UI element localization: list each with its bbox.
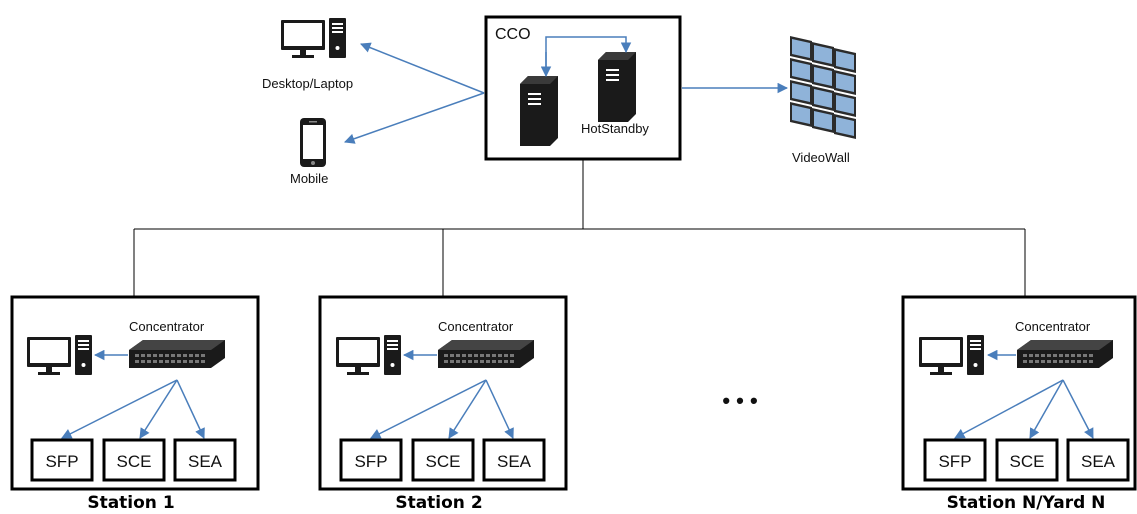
sea-label: SEA xyxy=(1081,452,1116,471)
hotstandby-label: HotStandby xyxy=(581,121,649,136)
standby-server-icon xyxy=(598,52,636,122)
arrow-to-desktop xyxy=(360,42,485,94)
concentrator-label: Concentrator xyxy=(129,319,205,334)
mobile-icon xyxy=(300,118,326,167)
desktop-client: Desktop/Laptop xyxy=(262,18,353,91)
cco-box xyxy=(484,15,682,161)
sce-box xyxy=(411,438,475,482)
sfp-label: SFP xyxy=(354,452,387,471)
sce-box xyxy=(102,438,166,482)
sea-label: SEA xyxy=(497,452,532,471)
station-1: Concentrator SFP SCE SEA Station 1 xyxy=(10,295,260,513)
sea-box xyxy=(482,438,546,482)
cco-group: CCO HotStandby xyxy=(484,15,682,161)
videowall-client: VideoWall xyxy=(790,36,856,165)
sce-label: SCE xyxy=(426,452,461,471)
mobile-client: Mobile xyxy=(290,118,328,186)
network-lines xyxy=(133,160,1026,297)
mobile-label: Mobile xyxy=(290,171,328,186)
sce-label: SCE xyxy=(117,452,152,471)
primary-server-icon xyxy=(520,76,558,146)
desktop-icon xyxy=(281,18,346,58)
concentrator-icon xyxy=(1017,340,1113,368)
sea-label: SEA xyxy=(188,452,223,471)
station-2: Concentrator SFP SCE SEA Station 2 xyxy=(318,295,568,513)
sfp-box xyxy=(923,438,987,482)
videowall-icon xyxy=(790,36,856,139)
sea-box xyxy=(173,438,237,482)
sce-label: SCE xyxy=(1010,452,1045,471)
sfp-box xyxy=(339,438,403,482)
arrow-to-mobile xyxy=(344,92,485,144)
desktop-label: Desktop/Laptop xyxy=(262,76,353,91)
concentrator-label: Concentrator xyxy=(438,319,514,334)
sce-box xyxy=(995,438,1059,482)
station-title: Station 2 xyxy=(395,493,482,513)
sea-box xyxy=(1066,438,1130,482)
station-title: Station N/Yard N xyxy=(947,493,1106,513)
concentrator-icon xyxy=(129,340,225,368)
concentrator-icon xyxy=(438,340,534,368)
station-title: Station 1 xyxy=(87,493,174,513)
sfp-label: SFP xyxy=(45,452,78,471)
sfp-label: SFP xyxy=(938,452,971,471)
videowall-label: VideoWall xyxy=(792,150,850,165)
station-n: Concentrator SFP SCE SEA Station N/Yard … xyxy=(901,295,1137,513)
sfp-box xyxy=(30,438,94,482)
cco-label: CCO xyxy=(495,26,531,43)
concentrator-label: Concentrator xyxy=(1015,319,1091,334)
more-stations-ellipsis: • • • xyxy=(722,388,757,413)
